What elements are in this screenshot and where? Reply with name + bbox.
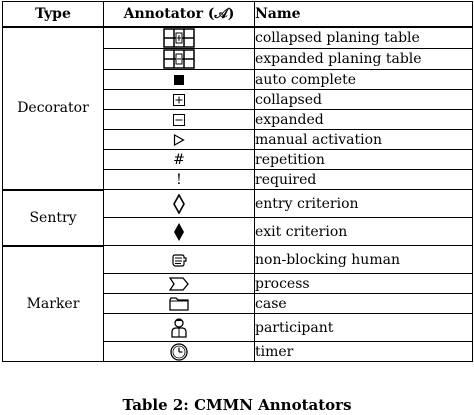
table-row: participant [3, 313, 473, 342]
row-name: required [254, 169, 473, 190]
table-row: expanded planing table [3, 48, 473, 70]
minus-square-icon [103, 109, 255, 130]
row-name: process [254, 273, 473, 294]
row-name: collapsed planing table [254, 26, 473, 49]
row-name: case [254, 293, 473, 314]
chevron-arrow-icon [103, 273, 255, 294]
play-triangle-icon [103, 129, 255, 150]
exclamation-icon: ! [103, 169, 255, 190]
header-type: Type [2, 1, 104, 28]
table-row: Decorator collapsed planing table [2, 26, 473, 190]
row-name: expanded planing table [254, 48, 473, 70]
table-row: Marker non-blocking human [2, 244, 473, 362]
table-row: exit criterion [3, 217, 473, 246]
row-name: manual activation [254, 129, 473, 150]
header-annotator: Annotator (𝒜) [103, 1, 255, 28]
table-caption: Table 2: CMMN Annotators [122, 396, 352, 414]
filled-square-icon [103, 69, 255, 90]
row-name: entry criterion [254, 189, 473, 218]
hash-icon: # [103, 149, 255, 170]
folder-icon [103, 293, 255, 314]
table-row: auto complete [3, 69, 473, 90]
table-row: timer [3, 341, 473, 362]
row-name: repetition [254, 149, 473, 170]
type-marker: Marker [2, 244, 104, 362]
row-name: non-blocking human [254, 245, 473, 274]
annotators-table: Type Annotator (𝒜) Name Decorator collap… [2, 1, 473, 362]
filled-diamond-icon [103, 217, 255, 246]
row-name: timer [254, 341, 473, 362]
collapsed-planing-table-icon [103, 26, 255, 49]
row-name: auto complete [254, 69, 473, 90]
table-row: manual activation [3, 129, 473, 150]
hand-icon [103, 245, 255, 274]
participant-icon [103, 313, 255, 342]
table-row: case [3, 293, 473, 314]
header-name: Name [254, 1, 473, 28]
plus-square-icon [103, 89, 255, 110]
clock-icon [103, 341, 255, 362]
type-decorator: Decorator [2, 26, 104, 190]
table-header-row: Type Annotator (𝒜) Name [2, 1, 473, 28]
row-name: expanded [254, 109, 473, 130]
type-sentry: Sentry [2, 188, 104, 246]
hollow-diamond-icon [103, 189, 255, 218]
expanded-planing-table-icon [103, 48, 255, 70]
table-row: Sentry entry criterion [2, 188, 473, 246]
row-name: participant [254, 313, 473, 342]
row-name: collapsed [254, 89, 473, 110]
row-name: exit criterion [254, 217, 473, 246]
